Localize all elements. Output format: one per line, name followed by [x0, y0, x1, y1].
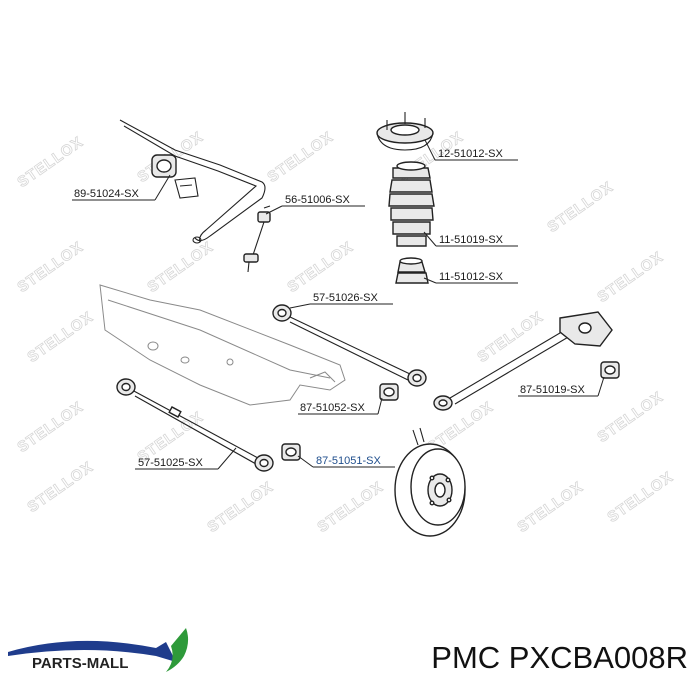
- part-label: 57-51025-SX: [138, 457, 203, 469]
- part-label: 56-51006-SX: [285, 194, 350, 206]
- stabilizer-link: [243, 205, 271, 273]
- watermark: STELLOX: [144, 238, 216, 296]
- watermark: STELLOX: [284, 238, 356, 296]
- part-label: 57-51026-SX: [313, 292, 378, 304]
- label-11-51012: 11-51012-SX: [423, 271, 518, 284]
- label-57-51026: 57-51026-SX: [289, 292, 393, 309]
- strut-mount: [376, 112, 434, 151]
- label-12-51012: 12-51012-SX: [424, 139, 518, 161]
- part-label: 12-51012-SX: [438, 148, 503, 160]
- stabilizer-bar: [119, 119, 266, 244]
- bushing-87-51051: [281, 443, 301, 461]
- watermark: STELLOX: [24, 308, 96, 366]
- watermark: STELLOX: [314, 478, 386, 536]
- part-label: 11-51019-SX: [439, 234, 504, 246]
- rear-subframe: [99, 284, 346, 406]
- logo-leaf-green: [166, 628, 189, 672]
- watermark: STELLOX: [24, 458, 96, 516]
- dust-boot: [388, 161, 435, 247]
- lower-lateral-arm: [116, 378, 274, 472]
- brand-name: PARTS-MALL: [32, 655, 129, 672]
- watermark: STELLOX: [204, 478, 276, 536]
- part-label-highlighted: 87-51051-SX: [316, 455, 381, 467]
- parts-mall-logo: [8, 628, 189, 672]
- part-label: 89-51024-SX: [74, 188, 139, 200]
- bump-stop: [395, 257, 429, 284]
- part-label: 11-51012-SX: [439, 271, 504, 283]
- label-57-51025: 57-51025-SX: [135, 447, 237, 470]
- label-87-51052: 87-51052-SX: [298, 397, 383, 415]
- label-89-51024: 89-51024-SX: [72, 174, 171, 201]
- watermark: STELLOX: [514, 478, 586, 536]
- watermark: STELLOX: [264, 128, 336, 186]
- watermark: STELLOX: [14, 238, 86, 296]
- watermark: STELLOX: [474, 308, 546, 366]
- logo-swoosh-blue: [8, 640, 176, 662]
- watermark: STELLOX: [14, 398, 86, 456]
- label-11-51019: 11-51019-SX: [423, 231, 518, 247]
- label-87-51051: 87-51051-SX: [297, 455, 395, 468]
- label-56-51006: 56-51006-SX: [265, 194, 365, 215]
- upper-lateral-arm: [272, 304, 427, 387]
- watermark: STELLOX: [14, 133, 86, 191]
- watermark: STELLOX: [544, 178, 616, 236]
- trailing-arm: [433, 311, 613, 411]
- bushing-87-51052: [379, 383, 399, 401]
- watermark: STELLOX: [594, 248, 666, 306]
- watermark: STELLOX: [594, 388, 666, 446]
- stabilizer-bushing: [151, 154, 199, 199]
- bushing-87-51019: [600, 361, 620, 379]
- part-label: 87-51052-SX: [300, 402, 365, 414]
- brake-disc: [394, 427, 466, 537]
- part-code: PMC PXCBA008R: [431, 640, 688, 675]
- part-label: 87-51019-SX: [520, 384, 585, 396]
- watermark: STELLOX: [604, 468, 676, 526]
- label-87-51019: 87-51019-SX: [518, 376, 605, 397]
